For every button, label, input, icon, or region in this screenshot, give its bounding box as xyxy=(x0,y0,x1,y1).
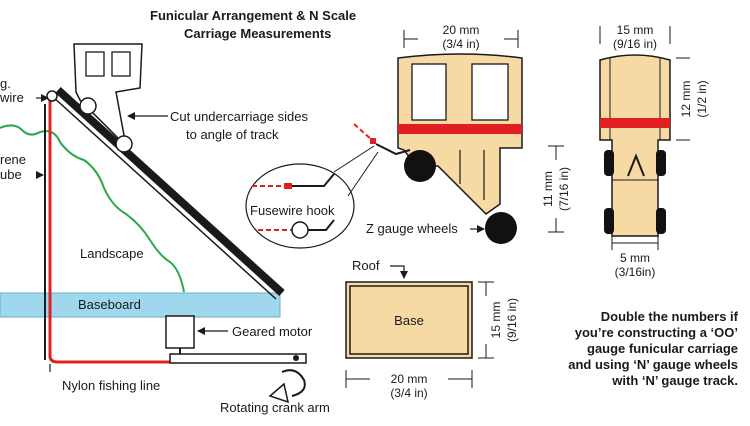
landscape-line xyxy=(0,124,185,293)
title-line-1: Funicular Arrangement & N Scale xyxy=(150,8,356,23)
front-wheel xyxy=(604,150,614,176)
base-depth-in: (9/16 in) xyxy=(505,298,519,342)
front-wheel xyxy=(656,150,666,176)
roof-panel xyxy=(345,281,473,359)
crank-pin xyxy=(293,355,299,361)
top-pulley xyxy=(46,90,58,102)
side-red-band xyxy=(398,124,522,134)
base-width-in: (3/4 in) xyxy=(390,386,427,400)
carriage-wheel-lower xyxy=(115,135,133,153)
rotation-arrowhead-icon xyxy=(268,382,290,404)
cut-label-2: to angle of track xyxy=(186,127,279,142)
side-width-in: (3/4 in) xyxy=(442,37,479,51)
roof-pointer xyxy=(390,265,408,279)
note-line-2: you’re constructing a ‘OO’ xyxy=(575,325,738,340)
note-line-5: with ‘N’ gauge track. xyxy=(611,373,738,388)
tube-label: ube xyxy=(0,167,22,182)
front-height-mm: 12 mm xyxy=(679,81,693,118)
note-line-1: Double the numbers if xyxy=(601,309,739,324)
tube-label-top: rene xyxy=(0,152,26,167)
zwheels-label: Z gauge wheels xyxy=(366,221,458,236)
callout-line-top xyxy=(333,145,375,173)
front-width-mm: 15 mm xyxy=(617,23,654,37)
wheel-gauge-in: (3/16in) xyxy=(615,265,656,279)
front-hook xyxy=(627,153,645,177)
side-window-right xyxy=(471,63,509,121)
side-height-in: (7/16 in) xyxy=(557,167,571,211)
wire-label-top: g. xyxy=(0,76,11,91)
base-width-mm: 20 mm xyxy=(391,372,428,386)
carriage-window-right xyxy=(111,51,131,77)
front-red-band xyxy=(600,118,670,128)
note-line-4: and using ‘N’ gauge wheels xyxy=(568,357,738,372)
track-underside xyxy=(51,95,277,300)
carriage-window-left xyxy=(85,51,105,77)
fusewire-hook-lower xyxy=(308,219,335,231)
motor-label: Geared motor xyxy=(232,324,313,339)
side-window-left xyxy=(411,63,447,121)
fusewire-label: Fusewire hook xyxy=(250,203,335,218)
baseboard-label: Baseboard xyxy=(78,297,141,312)
front-width-in: (9/16 in) xyxy=(613,37,657,51)
side-hook-wire xyxy=(353,123,373,141)
side-wheel-lower xyxy=(485,212,517,244)
title-line-2: Carriage Measurements xyxy=(184,26,331,41)
front-wheel xyxy=(656,208,666,234)
front-wheel xyxy=(604,208,614,234)
base-panel xyxy=(349,285,469,355)
base-depth-mm: 15 mm xyxy=(489,302,503,339)
rotation-icon xyxy=(281,369,306,397)
note-line-3: gauge funicular carriage xyxy=(587,341,738,356)
fusewire-hook-upper xyxy=(292,173,335,187)
landscape-label: Landscape xyxy=(80,246,144,261)
base-label: Base xyxy=(394,313,424,328)
front-height-in: (1/2 in) xyxy=(695,80,709,117)
fusewire-wheel xyxy=(291,221,309,239)
callout-line-bottom xyxy=(347,151,379,197)
carriage-wheel-upper xyxy=(79,97,97,115)
baseboard xyxy=(0,292,281,318)
cut-label-1: Cut undercarriage sides xyxy=(170,109,309,124)
fishing-line-label: Nylon fishing line xyxy=(62,378,160,393)
side-hook xyxy=(375,143,411,156)
roof-label: Roof xyxy=(352,258,380,273)
inclined-track xyxy=(55,87,285,296)
fusewire-clip-upper xyxy=(284,183,292,189)
side-hook-clip xyxy=(370,138,376,144)
crank-label: Rotating crank arm xyxy=(220,400,330,415)
side-width-mm: 20 mm xyxy=(443,23,480,37)
geared-motor xyxy=(165,315,195,349)
wheel-gauge-mm: 5 mm xyxy=(620,251,650,265)
wire-label: wire xyxy=(0,90,24,105)
crank-arm xyxy=(169,353,307,364)
side-height-mm: 11 mm xyxy=(541,171,555,207)
fishing-line xyxy=(48,98,176,364)
side-wheel-upper xyxy=(404,150,436,182)
